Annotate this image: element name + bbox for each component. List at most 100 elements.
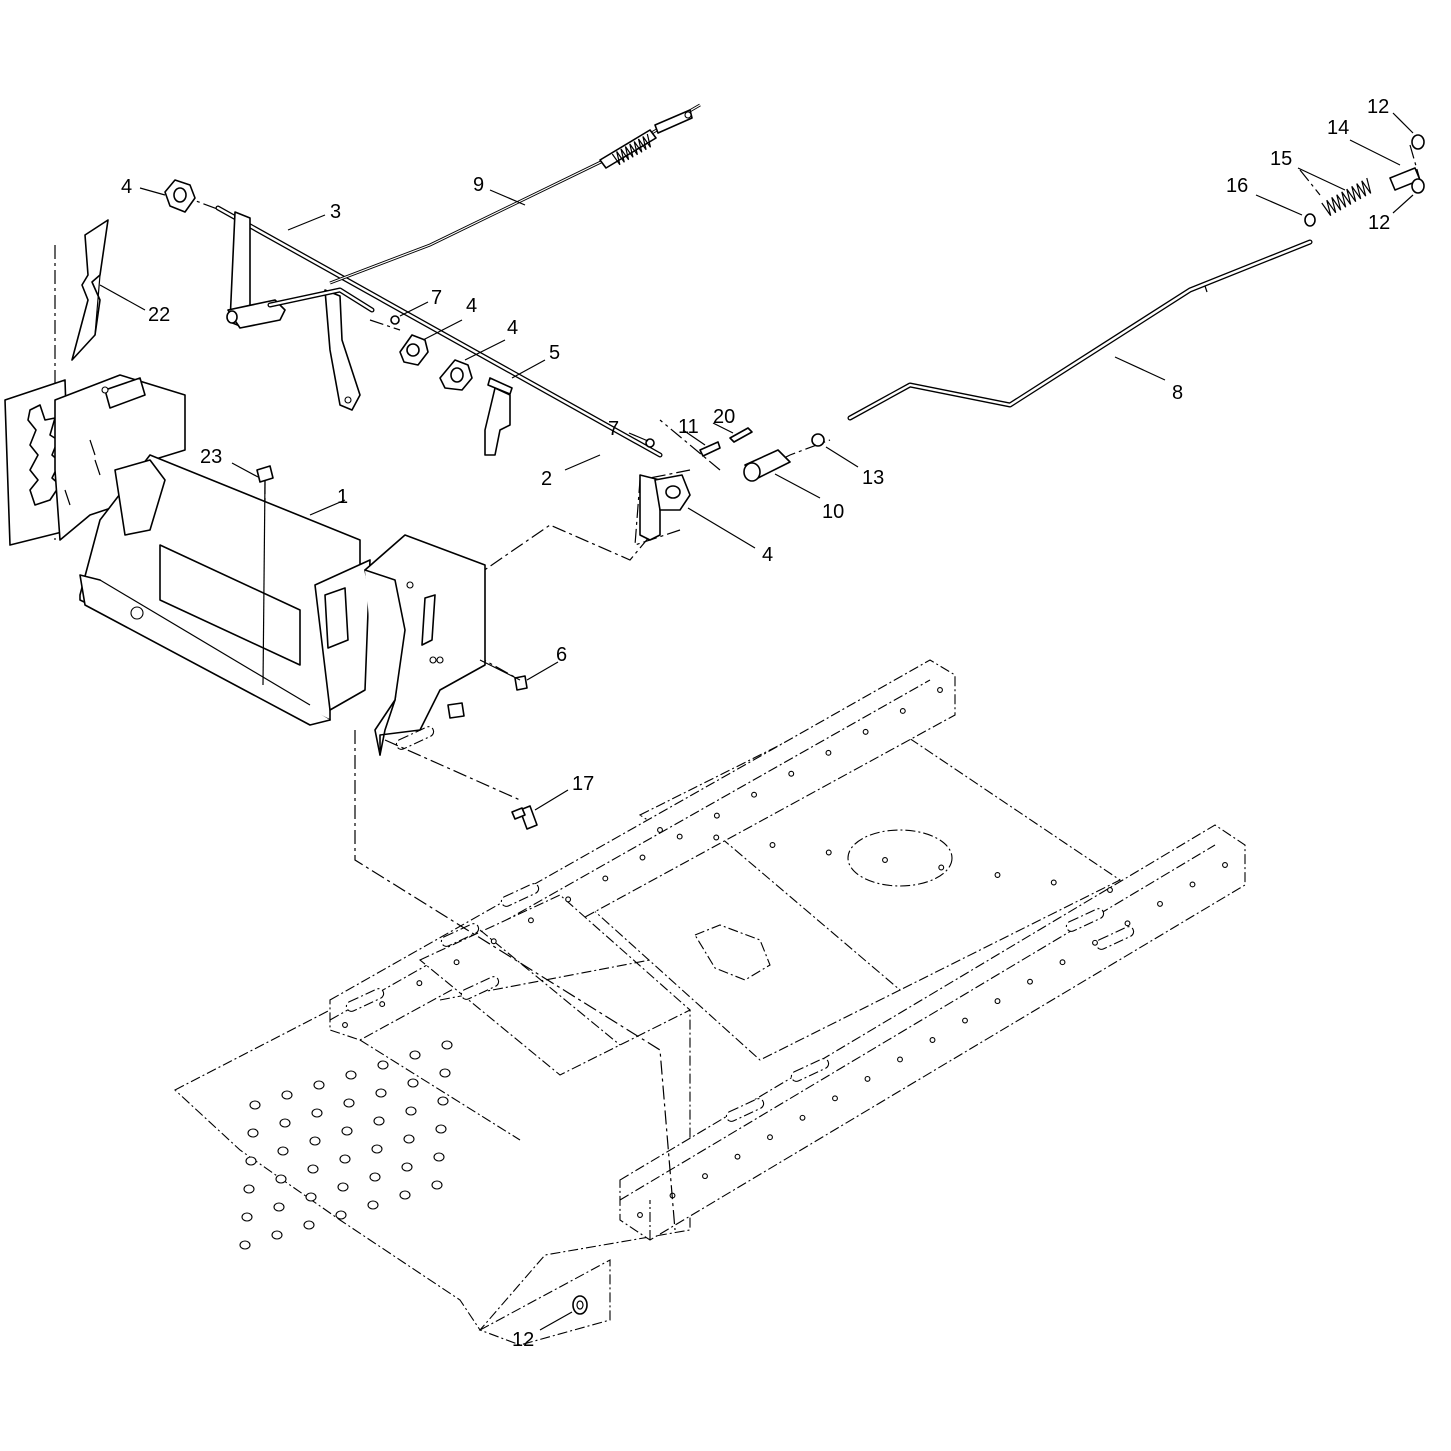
dimple: [313, 1080, 325, 1090]
callouts: 1 2 3 4 4 4 4 5 6 7 7 8 9 10 11 12 12: [99, 96, 1414, 1351]
dimple: [249, 1100, 261, 1110]
dimple: [371, 1144, 383, 1154]
dimple: [245, 1156, 257, 1166]
callout-4a: 4: [121, 176, 132, 198]
frame-hole: [676, 833, 683, 840]
frame-hole: [938, 864, 945, 871]
frame-hole: [767, 1134, 773, 1141]
frame-hole: [342, 1022, 348, 1028]
frame-hole: [862, 728, 869, 735]
callout-7a: 7: [431, 287, 442, 309]
cable-9: [329, 103, 701, 285]
dimple: [403, 1134, 415, 1144]
callout-1: 1: [337, 486, 348, 508]
callout-12b: 12: [1368, 212, 1390, 234]
dimple: [241, 1212, 253, 1222]
dimple: [375, 1088, 387, 1098]
coil-spring: [1321, 177, 1372, 216]
callout-2: 2: [541, 468, 552, 490]
dimple: [279, 1118, 291, 1128]
dimple: [345, 1070, 357, 1080]
dimple: [437, 1096, 449, 1106]
callout-7b: 7: [608, 418, 619, 440]
callout-13: 13: [862, 467, 884, 489]
frame-hole: [1157, 900, 1163, 907]
frame-hole: [1059, 959, 1066, 966]
frame-hole: [994, 872, 1001, 878]
dimple: [311, 1108, 323, 1118]
callout-9: 9: [473, 174, 484, 196]
coil-spring: [611, 133, 652, 166]
bolt-6: [479, 659, 528, 691]
mid-plate-cutout: [694, 924, 771, 981]
frame-hole: [734, 1153, 741, 1160]
frame-slots: [345, 726, 1135, 1122]
dimple: [243, 1184, 255, 1194]
callout-12c: 12: [512, 1329, 534, 1351]
frame-holes: [342, 687, 1228, 1218]
frame-hole: [1092, 939, 1098, 946]
callout-17: 17: [572, 773, 594, 795]
dimple: [339, 1154, 351, 1164]
frame-hole: [899, 707, 906, 714]
frame-hole: [825, 849, 832, 856]
right-bracket: [364, 534, 486, 756]
frame-hole: [769, 842, 776, 848]
dimple: [441, 1040, 453, 1050]
dimple: [277, 1146, 289, 1156]
frame-hole: [994, 998, 1001, 1005]
linkage-hardware: [699, 427, 825, 482]
frame-hole: [751, 791, 758, 798]
spring-assembly: [1304, 134, 1425, 227]
dimple: [273, 1202, 285, 1212]
dimple: [275, 1174, 287, 1184]
frame-hole: [929, 1037, 936, 1043]
callout-11: 11: [678, 416, 699, 438]
frame-hole: [882, 857, 888, 863]
frame-hole: [897, 1056, 903, 1063]
frame-hole: [490, 938, 497, 945]
callout-20: 20: [713, 406, 735, 428]
dimple: [335, 1210, 347, 1220]
callout-10: 10: [822, 501, 844, 523]
callout-23: 23: [200, 446, 222, 468]
frame-hole: [713, 834, 720, 841]
frame-hole: [1222, 862, 1228, 868]
floor-pan-dimples: [239, 1040, 453, 1250]
frame-hole: [1107, 887, 1113, 893]
dimple: [305, 1192, 317, 1202]
callout-14: 14: [1327, 117, 1349, 139]
dimple: [309, 1136, 321, 1146]
dimple: [303, 1220, 315, 1230]
frame-hole: [713, 812, 720, 819]
dimple: [367, 1200, 379, 1210]
frame-hole: [602, 875, 609, 882]
callout-5: 5: [549, 342, 560, 364]
frame-hole: [864, 1075, 871, 1082]
frame-hole: [825, 749, 832, 756]
callout-4b: 4: [466, 295, 477, 317]
callout-16: 16: [1226, 175, 1248, 197]
dimple: [401, 1162, 413, 1172]
frame-hole: [832, 1095, 838, 1102]
dimple: [405, 1106, 417, 1116]
dimple: [377, 1060, 389, 1070]
seal-strip-22: [71, 219, 109, 361]
dimple: [409, 1050, 421, 1060]
dimple: [439, 1068, 451, 1078]
dimple: [247, 1128, 259, 1138]
dimple: [239, 1240, 251, 1250]
dimple: [373, 1116, 385, 1126]
dimple: [281, 1090, 293, 1100]
shaft-2: [484, 387, 691, 541]
callout-22: 22: [148, 304, 170, 326]
frame-hole: [799, 1114, 806, 1121]
frame-hole: [379, 1001, 386, 1008]
frame-hole: [1027, 978, 1033, 985]
left-ratchet-bracket: [4, 374, 186, 546]
dimple: [369, 1172, 381, 1182]
callout-3: 3: [330, 201, 341, 223]
frame-hole: [637, 1212, 643, 1218]
